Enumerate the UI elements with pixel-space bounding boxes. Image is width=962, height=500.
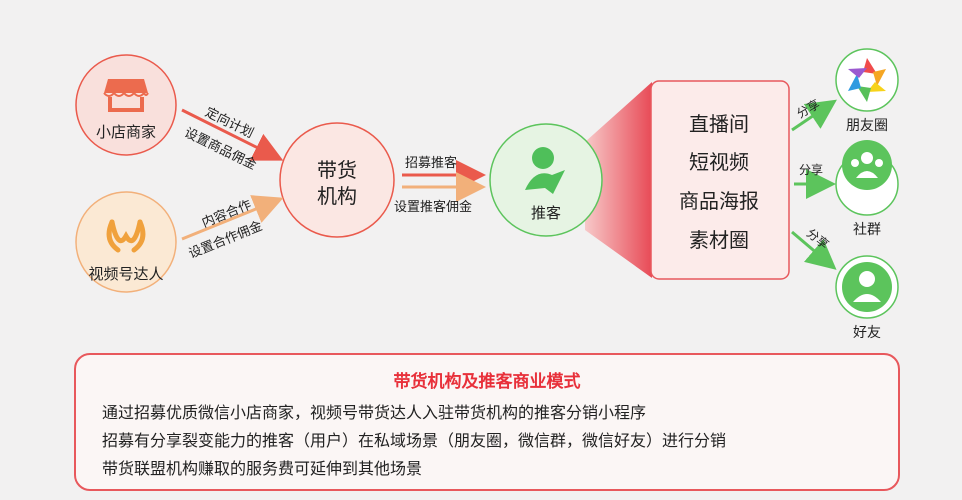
business-model-panel: 带货机构及推客商业模式 通过招募优质微信小店商家，视频号带货达人入驻带货机构的推… (74, 353, 900, 491)
panel-line-3: 带货联盟机构赚取的服务费可延伸到其他场景 (102, 459, 423, 478)
storefront-icon (103, 79, 149, 112)
panel-line-1: 通过招募优质微信小店商家，视频号带货达人入驻带货机构的推客分销小程序 (102, 403, 647, 422)
agency-label: 带货 机构 (317, 158, 357, 208)
person-icon (842, 262, 892, 312)
share-arrow-friend (791, 230, 837, 270)
paper-plane-person-icon (525, 147, 565, 194)
share-arrow-moments (791, 99, 837, 132)
shop-to-agency-arrow (181, 108, 284, 161)
creator-label: 视频号达人 (88, 265, 164, 283)
friend-label: 好友 (853, 325, 881, 341)
channel-material: 素材圈 (689, 228, 749, 252)
agency-edge-bottom-label: 设置推客佣金 (394, 200, 473, 215)
moments-label: 朋友圈 (846, 118, 888, 134)
group-people-icon (842, 140, 892, 190)
group-label: 社群 (853, 222, 881, 238)
share-label-2: 分享 (799, 163, 824, 177)
agency-edge-top-label: 招募推客 (405, 156, 458, 171)
panel-line-2: 招募有分享裂变能力的推客（用户）在私域场景（朋友圈，微信群，微信好友）进行分销 (102, 431, 727, 450)
creator-node (75, 191, 177, 293)
shop-node (75, 54, 177, 156)
shop-label: 小店商家 (95, 123, 156, 141)
panel-title: 带货机构及推客商业模式 (393, 372, 581, 392)
projection-beam (585, 82, 652, 278)
channel-box (650, 80, 790, 280)
agency-node (279, 122, 395, 238)
creator-to-agency-arrow (181, 195, 284, 241)
infinity-icon (106, 219, 146, 253)
channel-poster: 商品海报 (679, 189, 759, 213)
channel-live: 直播间 (689, 112, 749, 136)
aperture-icon (844, 57, 890, 103)
channel-short-video: 短视频 (689, 150, 749, 174)
promoter-label: 推客 (530, 204, 561, 222)
